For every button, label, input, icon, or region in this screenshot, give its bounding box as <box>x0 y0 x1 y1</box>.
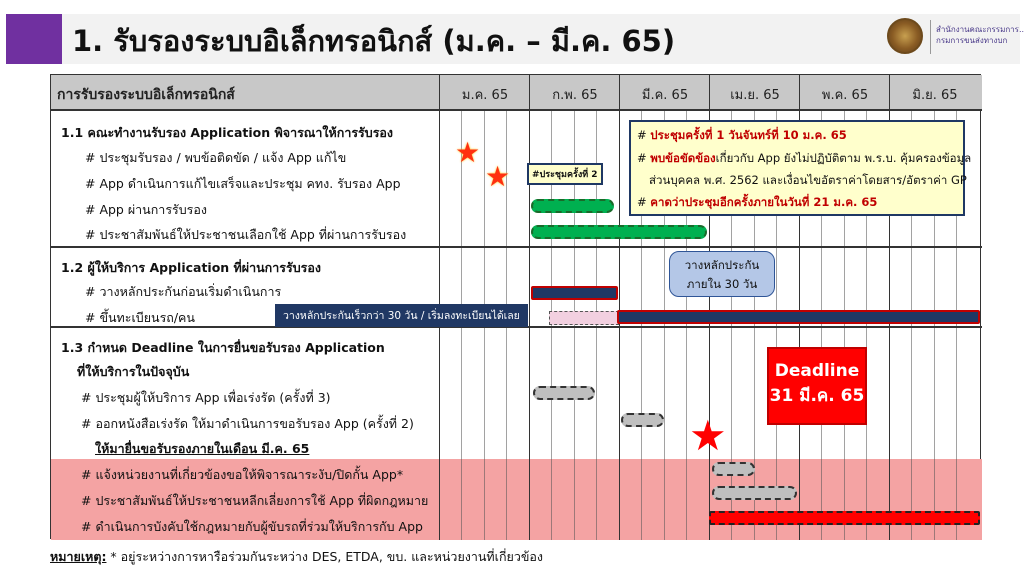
bar-public-warning <box>712 486 797 500</box>
month-mar: มี.ค. 65 <box>641 88 689 103</box>
agency-name: สำนักงานคณะกรรมการ... กรมการขนส่งทางบก <box>936 24 1024 46</box>
week-line <box>844 111 845 540</box>
section-1-item-2: # App ดำเนินการแก้ไขเสร็จและประชุม คทง. … <box>85 176 401 191</box>
early-guarantee-banner: วางหลักประกันเร็วกว่า 30 วัน / เริ่มลงทะ… <box>275 304 528 327</box>
bar-urge-letter <box>621 413 664 427</box>
header-label: การรับรองระบบอิเล็กทรอนิกส์ <box>57 87 235 103</box>
section-3-item-1: # ประชุมผู้ให้บริการ App เพื่อเร่งรัด (ค… <box>81 390 331 405</box>
section-1-item-1: # ประชุมรับรอง / พบข้อติดขัด / แจ้ง App … <box>85 150 347 165</box>
footnote-text: * อยู่ระหว่างการหารือร่วมกันระหว่าง DES,… <box>106 549 544 564</box>
col-line <box>529 75 530 540</box>
week-line <box>596 111 597 540</box>
callout-line-2-rest: เกี่ยวกับ App ยังไม่ปฏิบัติตาม พ.ร.บ. คุ… <box>715 151 972 165</box>
deadline-box: Deadline 31 มี.ค. 65 <box>767 347 867 425</box>
section-3-item-2: # ออกหนังสือเร่งรัด ให้มาดำเนินการขอรับร… <box>81 416 414 431</box>
page-title: 1. รับรองระบบอิเล็กทรอนิกส์ (ม.ค. – มี.ค… <box>72 24 676 58</box>
month-may: พ.ค. 65 <box>821 88 869 103</box>
bar-notify-agencies <box>712 462 755 476</box>
meeting-1-star-icon: ★ <box>455 136 481 169</box>
callout-line-4: คาดว่าประชุมอีกครั้งภายในวันที่ 21 ม.ค. … <box>650 195 878 209</box>
meeting-callout: # ประชุมครั้งที่ 1 วันจันทร์ที่ 10 ม.ค. … <box>629 120 971 216</box>
week-line <box>731 111 732 540</box>
section-1-item-4: # ประชาสัมพันธ์ให้ประชาชนเลือกใช้ App ที… <box>85 227 407 242</box>
col-line <box>709 75 710 540</box>
col-line <box>799 75 800 540</box>
section-3-heading-line-1: 1.3 กำหนด Deadline ในการยื่นขอรับรอง App… <box>61 340 385 355</box>
meeting-2-star-icon: ★ <box>485 160 511 193</box>
callout-line-3: ส่วนบุคคล พ.ศ. 2562 และเงื่อนไขอัตราค่าโ… <box>649 173 967 187</box>
col-line <box>889 75 890 540</box>
enforcement-band <box>51 459 982 540</box>
section-2-item-1: # วางหลักประกันก่อนเริ่มดำเนินการ <box>85 284 282 299</box>
deadline-star-icon: ★ <box>689 411 727 460</box>
week-line <box>641 111 642 540</box>
section-divider <box>51 246 982 248</box>
guarantee-bubble: วางหลักประกัน ภายใน 30 วัน <box>669 251 775 297</box>
week-line <box>866 111 867 540</box>
bar-promotion <box>531 225 707 239</box>
gantt-table: การรับรองระบบอิเล็กทรอนิกส์ ม.ค. 65 ก.พ.… <box>50 74 982 540</box>
title-accent-block <box>6 14 62 64</box>
month-jan: ม.ค. 65 <box>461 88 509 103</box>
month-jun: มิ.ย. 65 <box>912 88 958 103</box>
section-divider <box>51 326 982 328</box>
section-2-item-2: # ขึ้นทะเบียนรถ/คน <box>85 310 195 325</box>
agency-line-2: กรมการขนส่งทางบก <box>936 36 1008 45</box>
callout-line-2-bold: พบข้อขัดข้อง <box>650 151 716 165</box>
section-4-item-1: # แจ้งหน่วยงานที่เกี่ยวข้องขอให้พิจารณาร… <box>81 467 404 482</box>
week-line <box>934 111 935 540</box>
callout-line-1-hash: # <box>637 128 647 142</box>
table-header: การรับรองระบบอิเล็กทรอนิกส์ ม.ค. 65 ก.พ.… <box>51 75 982 111</box>
title-band <box>62 14 1020 64</box>
section-2-heading: 1.2 ผู้ให้บริการ Application ที่ผ่านการร… <box>61 260 321 275</box>
month-apr: เม.ย. 65 <box>730 88 780 103</box>
section-1-item-3: # App ผ่านการรับรอง <box>85 202 208 217</box>
week-line <box>776 111 777 540</box>
col-line <box>619 75 620 540</box>
deadline-title: Deadline <box>774 361 860 381</box>
footnote-label: หมายเหตุ: <box>50 549 107 564</box>
agency-line-1: สำนักงานคณะกรรมการ... <box>936 25 1024 34</box>
week-line <box>574 111 575 540</box>
section-4-item-3: # ดำเนินการบังคับใช้กฎหมายกับผู้ขับรถที่… <box>81 519 423 534</box>
week-line <box>664 111 665 540</box>
bar-app-approved <box>531 199 614 213</box>
logo-divider <box>930 20 931 54</box>
bar-meeting-3 <box>533 386 595 400</box>
meeting-2-label: #ประชุมครั้งที่ 2 <box>527 163 603 185</box>
week-line <box>754 111 755 540</box>
footnote: หมายเหตุ: * อยู่ระหว่างการหารือร่วมกันระ… <box>50 547 543 567</box>
callout-line-1: ประชุมครั้งที่ 1 วันจันทร์ที่ 10 ม.ค. 65 <box>650 128 847 142</box>
callout-line-2-hash: # <box>637 151 647 165</box>
section-3-heading-line-2: ที่ให้บริการในปัจจุบัน <box>77 364 190 379</box>
month-feb: ก.พ. 65 <box>552 88 598 103</box>
agency-logo-icon <box>887 18 923 54</box>
week-line <box>686 111 687 540</box>
bar-enforcement <box>709 511 980 525</box>
bar-early-register <box>549 311 619 325</box>
week-line <box>956 111 957 540</box>
bar-register <box>617 310 980 324</box>
deadline-date: 31 มี.ค. 65 <box>769 386 865 406</box>
section-4-item-2: # ประชาสัมพันธ์ให้ประชาชนหลีกเลี่ยงการใช… <box>81 493 429 508</box>
guarantee-line-2: ภายใน 30 วัน <box>686 277 758 291</box>
callout-line-4-hash: # <box>637 195 647 209</box>
week-line <box>551 111 552 540</box>
section-3-underlined-note: ให้มายื่นขอรับรองภายในเดือน มี.ค. 65 <box>95 441 310 456</box>
title-bar: 1. รับรองระบบอิเล็กทรอนิกส์ (ม.ค. – มี.ค… <box>0 6 1024 68</box>
guarantee-line-1: วางหลักประกัน <box>684 258 760 272</box>
week-line <box>911 111 912 540</box>
bar-guarantee <box>531 286 618 300</box>
section-1-heading: 1.1 คณะทำงานรับรอง Application พิจารณาให… <box>61 125 394 140</box>
week-line <box>821 111 822 540</box>
